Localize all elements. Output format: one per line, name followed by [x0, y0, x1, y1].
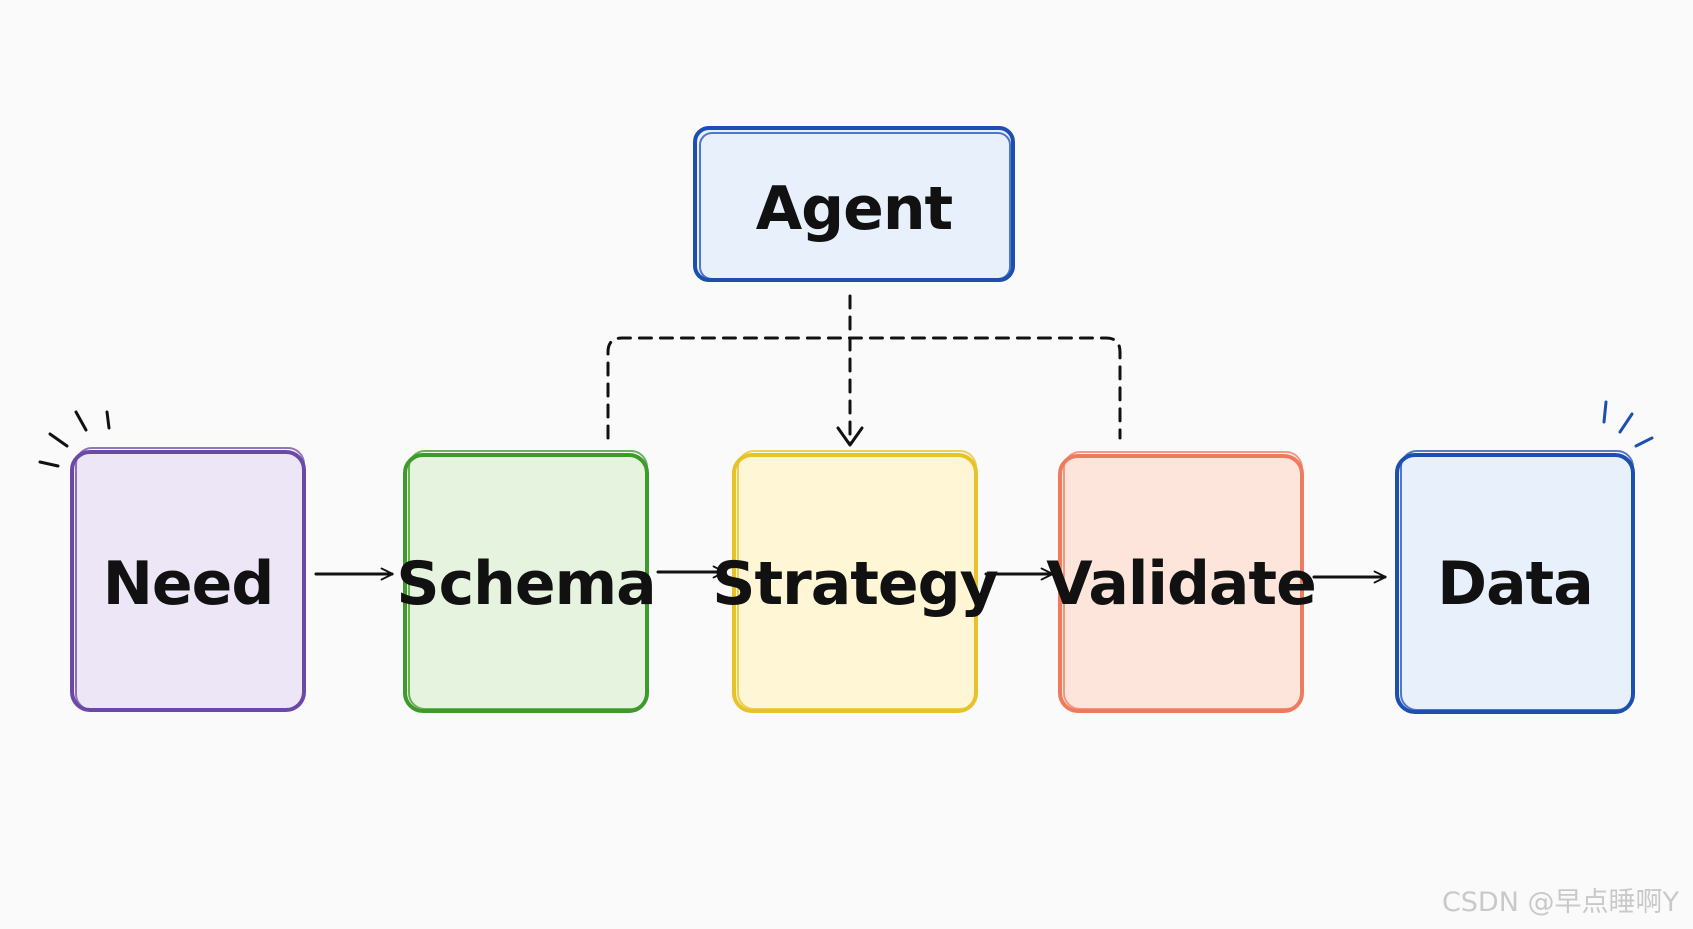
need-label: Need [103, 549, 274, 619]
agent-to-strategy-arrowhead [836, 426, 864, 447]
strategy-label: Strategy [712, 549, 998, 619]
data-label: Data [1437, 549, 1592, 619]
schema-node: Schema [396, 450, 657, 713]
watermark-text: CSDN @早点睡啊Y [1441, 887, 1679, 918]
need-sparkle-icon [38, 410, 111, 468]
agent-node: Agent [693, 126, 1015, 282]
agent-label: Agent [756, 174, 953, 244]
data-node: Data [1395, 450, 1635, 714]
need-node: Need [70, 447, 306, 712]
strategy-node: Strategy [712, 450, 1000, 713]
validate-label: Validate [1046, 549, 1316, 619]
schema-label: Schema [396, 549, 655, 619]
validate-node: Validate [1046, 451, 1317, 713]
data-sparkle-icon [1602, 400, 1654, 448]
agent-dashed-bracket [606, 336, 1122, 440]
